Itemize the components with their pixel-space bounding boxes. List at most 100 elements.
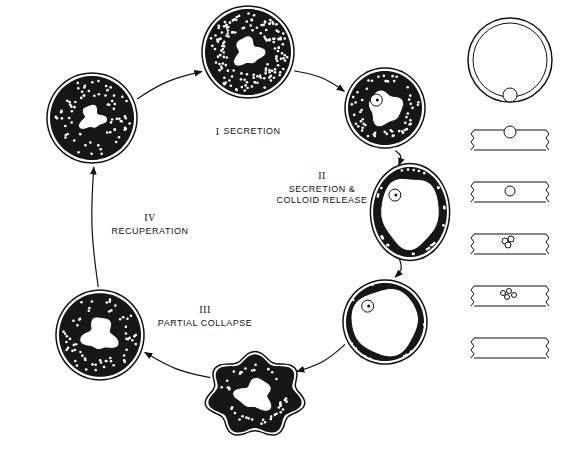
- granule: [60, 109, 63, 112]
- granule: [266, 63, 269, 66]
- granule: [118, 136, 121, 139]
- cytoplasm: [346, 283, 424, 361]
- granule: [262, 418, 265, 421]
- granule: [264, 72, 267, 75]
- granule: [281, 52, 284, 55]
- granule: [243, 78, 246, 81]
- granule: [79, 351, 82, 354]
- follicle-cell: [205, 351, 304, 435]
- granule: [231, 31, 234, 34]
- granule: [412, 253, 415, 256]
- cytoplasm: [348, 71, 422, 145]
- granule: [90, 152, 93, 155]
- cell-membrane: [370, 164, 449, 261]
- granule: [119, 120, 122, 123]
- granule: [256, 81, 259, 84]
- granule: [113, 108, 116, 111]
- granule: [210, 37, 213, 40]
- granule: [123, 354, 126, 357]
- granule: [111, 100, 114, 103]
- granule: [74, 101, 77, 104]
- granule: [221, 31, 224, 34]
- granule: [253, 369, 256, 372]
- granule: [392, 134, 395, 137]
- granule: [79, 317, 82, 320]
- granule: [275, 55, 278, 58]
- cycle-arrow: [297, 345, 345, 372]
- granule: [56, 117, 59, 120]
- cell-membrane: [205, 351, 304, 435]
- granule: [264, 20, 267, 23]
- granule: [279, 38, 282, 41]
- granule: [105, 301, 108, 304]
- granule: [236, 16, 239, 19]
- granule: [114, 304, 117, 307]
- granule: [69, 338, 72, 341]
- granule: [231, 75, 234, 78]
- granule: [417, 104, 420, 107]
- granule: [437, 187, 440, 190]
- cell-membrane: [343, 280, 427, 364]
- granule: [135, 343, 138, 346]
- granule: [84, 359, 87, 362]
- granule: [79, 133, 82, 136]
- granule: [409, 119, 412, 122]
- granule: [268, 22, 271, 25]
- granule: [389, 129, 392, 132]
- granule: [110, 360, 113, 363]
- granule: [225, 34, 228, 37]
- granule: [276, 60, 279, 63]
- stage-label: RECUPERATION: [112, 226, 189, 237]
- granule: [69, 103, 72, 106]
- cytoplasm: [50, 76, 134, 160]
- apical-droplet: [503, 88, 517, 102]
- granule: [437, 186, 440, 189]
- granule: [214, 34, 217, 37]
- granule: [125, 100, 128, 103]
- granule: [71, 110, 74, 113]
- granule: [125, 117, 128, 120]
- granule: [377, 75, 380, 78]
- granule: [395, 75, 398, 78]
- granule: [230, 408, 233, 411]
- granule: [380, 187, 383, 190]
- follicle-lumen: [351, 288, 419, 356]
- granule: [66, 335, 69, 338]
- granule: [235, 89, 238, 92]
- granule: [100, 153, 103, 156]
- granule: [85, 368, 88, 371]
- granule: [110, 309, 113, 312]
- granule: [357, 125, 360, 128]
- granule: [125, 348, 128, 351]
- granule: [271, 21, 274, 24]
- granule: [352, 96, 355, 99]
- granule: [231, 31, 234, 34]
- granule: [252, 76, 255, 79]
- granule: [227, 69, 230, 72]
- granule: [240, 78, 243, 81]
- colloid-droplet: [389, 189, 401, 201]
- granule: [246, 81, 249, 84]
- granule: [68, 117, 71, 120]
- granule: [220, 386, 223, 389]
- granule: [361, 129, 364, 132]
- granule: [277, 46, 280, 49]
- granule: [64, 332, 67, 335]
- granule: [383, 131, 386, 134]
- granule: [371, 79, 374, 82]
- granule: [226, 379, 229, 382]
- granule: [269, 19, 272, 22]
- granule: [278, 74, 281, 77]
- granule: [423, 172, 426, 175]
- follicle-lumen: [233, 377, 272, 411]
- granule: [238, 418, 241, 421]
- cell-membrane: [47, 73, 137, 163]
- granule: [367, 135, 370, 138]
- granule: [223, 25, 226, 28]
- granule: [264, 421, 267, 424]
- follicle-lumen: [368, 90, 403, 127]
- granule: [94, 369, 97, 372]
- granule: [360, 120, 363, 123]
- granule: [70, 121, 73, 124]
- granule: [103, 366, 106, 369]
